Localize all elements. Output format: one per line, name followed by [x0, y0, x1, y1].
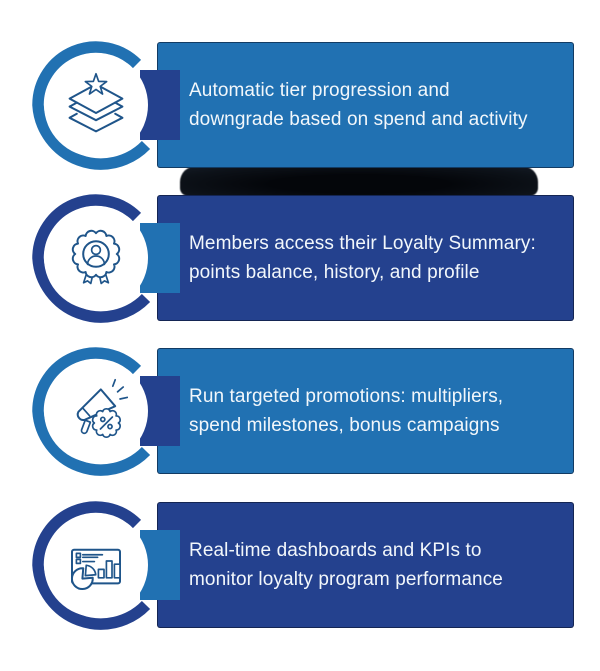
feature-row-dashboards: Real-time dashboards and KPIs to monitor…	[0, 501, 600, 630]
feature-box: Run targeted promotions: multipliers, sp…	[157, 348, 574, 474]
feature-row-promotions: Run targeted promotions: multipliers, sp…	[0, 347, 600, 476]
tier-layers-star-icon	[68, 72, 124, 133]
icon-circle	[44, 359, 148, 463]
swoosh-ring	[32, 41, 151, 170]
icon-circle	[44, 53, 148, 157]
feature-box: Members access their Loyalty Summary: po…	[157, 195, 574, 321]
icon-circle	[44, 513, 148, 617]
promotion-megaphone-percent-icon	[76, 378, 129, 438]
feature-row-tier-progression: Automatic tier progression and downgrade…	[0, 41, 600, 170]
feature-text: Real-time dashboards and KPIs to monitor…	[189, 540, 503, 590]
member-badge-icon	[71, 229, 121, 285]
swoosh-ring	[32, 347, 151, 476]
feature-row-loyalty-summary: Members access their Loyalty Summary: po…	[0, 194, 600, 323]
feature-text: Members access their Loyalty Summary: po…	[189, 233, 536, 283]
icon-circle	[44, 206, 148, 310]
feature-text: Automatic tier progression and downgrade…	[189, 80, 528, 130]
swoosh-ring	[32, 501, 151, 630]
background-photo-shadow	[180, 166, 538, 196]
feature-text: Run targeted promotions: multipliers, sp…	[189, 386, 504, 436]
feature-box: Real-time dashboards and KPIs to monitor…	[157, 502, 574, 628]
dashboard-kpi-chart-icon	[71, 548, 121, 590]
feature-box: Automatic tier progression and downgrade…	[157, 42, 574, 168]
swoosh-ring	[32, 194, 151, 323]
